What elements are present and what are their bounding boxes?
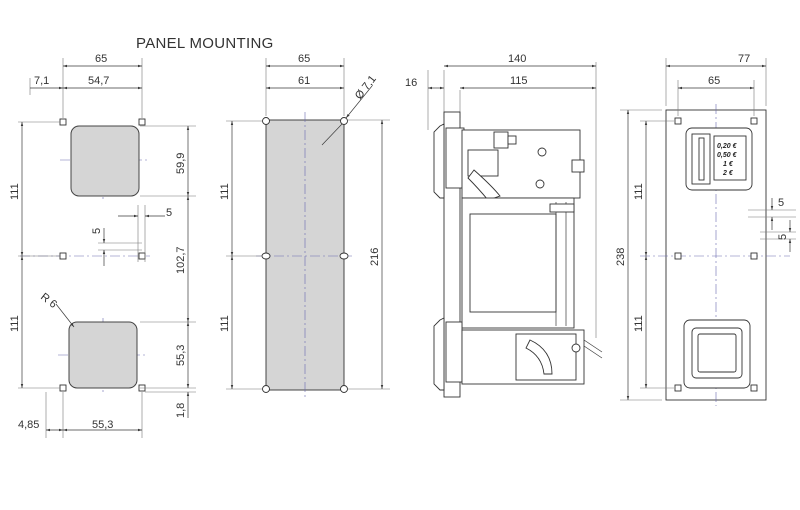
dim-height-216: 216 bbox=[369, 248, 381, 266]
dim-width-65: 65 bbox=[95, 53, 107, 65]
dim-height-111-upper: 111 bbox=[9, 183, 21, 200]
dim-height-18: 1,8 bbox=[175, 403, 187, 418]
view-side: 140 16 115 bbox=[405, 53, 603, 398]
hole bbox=[674, 252, 682, 260]
dim-small-5-v: 5 bbox=[91, 228, 103, 234]
dim-radius: R 6 bbox=[38, 291, 59, 311]
coin-label-020: 0,20 € bbox=[717, 143, 738, 150]
coin-label-050: 0,50 € bbox=[717, 152, 738, 159]
dim-width-547: 54,7 bbox=[88, 75, 109, 87]
dim-height-1027: 102,7 bbox=[175, 246, 187, 274]
coin-label-1: 1 € bbox=[723, 161, 734, 168]
hole bbox=[138, 252, 146, 260]
upper-cutout bbox=[70, 125, 140, 197]
dim-width-65: 65 bbox=[298, 53, 310, 65]
dim-height-111-upper: 111 bbox=[633, 183, 645, 200]
dim-height-111-lower: 111 bbox=[9, 315, 21, 332]
view-panel-cutout: 65 7,1 54,7 111 111 59,9 102,7 55,3 1,8 … bbox=[9, 53, 196, 438]
hole bbox=[59, 252, 67, 260]
hole bbox=[59, 118, 67, 126]
dim-height-553: 55,3 bbox=[175, 345, 187, 366]
dim-depth-115: 115 bbox=[510, 75, 528, 87]
lower-bezel bbox=[433, 317, 445, 391]
dim-offset-485: 4,85 bbox=[18, 419, 39, 431]
hole bbox=[138, 118, 146, 126]
dim-width-553: 55,3 bbox=[92, 419, 113, 431]
coin-label-plate bbox=[713, 135, 747, 181]
dim-height-238: 238 bbox=[615, 248, 627, 266]
view-front: 0,20 € 0,50 € 1 € 2 € 77 65 238 111 111 bbox=[615, 53, 796, 406]
dim-flange-16: 16 bbox=[405, 77, 417, 89]
hole bbox=[674, 384, 682, 392]
hole bbox=[262, 385, 270, 393]
hole bbox=[750, 252, 758, 260]
hole bbox=[750, 384, 758, 392]
dim-width-61: 61 bbox=[298, 75, 310, 87]
hole bbox=[750, 117, 758, 125]
hole bbox=[339, 252, 349, 260]
coin-label-2: 2 € bbox=[722, 170, 734, 177]
hole bbox=[674, 117, 682, 125]
dim-width-65: 65 bbox=[708, 75, 720, 87]
dim-small-5-h: 5 bbox=[166, 207, 172, 219]
dim-offset-71: 7,1 bbox=[34, 75, 49, 87]
view-panel-plate: 65 61 111 111 216 Ø 7,1 bbox=[219, 53, 390, 398]
hole bbox=[262, 117, 270, 125]
dim-small-5-b: 5 bbox=[777, 234, 789, 240]
hole bbox=[340, 117, 348, 125]
dim-small-5-a: 5 bbox=[778, 197, 784, 209]
mounting-plate bbox=[265, 119, 345, 391]
dim-height-599: 59,9 bbox=[175, 153, 187, 174]
dim-height-111-lower: 111 bbox=[219, 315, 231, 332]
lower-cutout bbox=[68, 321, 138, 389]
page-title: PANEL MOUNTING bbox=[136, 35, 274, 52]
upper-bezel bbox=[433, 123, 445, 199]
dim-depth-140: 140 bbox=[508, 53, 526, 65]
dim-width-77: 77 bbox=[738, 53, 750, 65]
dim-hole-dia: Ø 7,1 bbox=[353, 73, 379, 102]
hole bbox=[59, 384, 67, 392]
hole bbox=[340, 385, 348, 393]
hole bbox=[261, 252, 271, 260]
dim-height-111-upper: 111 bbox=[219, 183, 231, 200]
dim-height-111-lower: 111 bbox=[633, 315, 645, 332]
